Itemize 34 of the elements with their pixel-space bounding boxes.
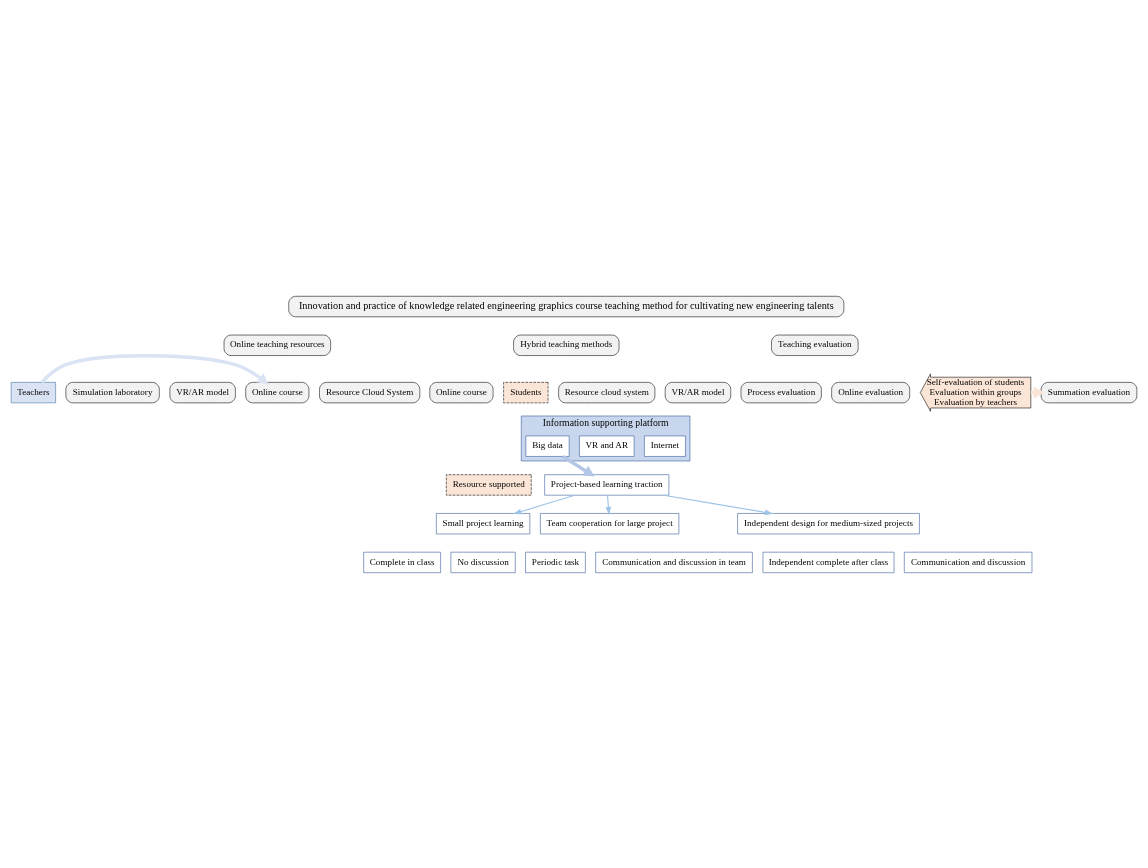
- node-box: VR/AR model: [664, 381, 732, 403]
- node-box: Resource Cloud System: [319, 381, 421, 403]
- node-box: Resource cloud system: [558, 381, 656, 403]
- arrow: [605, 494, 612, 515]
- node-box: Periodic task: [525, 551, 586, 573]
- node-box: Complete in class: [363, 551, 441, 573]
- node-box: Independent design for medium-sized projects: [737, 512, 920, 534]
- node-box: Independent complete after class: [762, 551, 895, 573]
- node-box: Online course: [429, 381, 494, 403]
- arrow: [663, 494, 773, 515]
- node-box: Small project learning: [436, 512, 531, 534]
- node-box: Resource supported: [446, 473, 532, 495]
- node-box: Innovation and practice of knowledge related engineering graphics course teaching method for cultivating new engineering talents: [288, 295, 845, 317]
- node-box: Team cooperation for large project: [540, 512, 680, 534]
- node-box: Teaching evaluation: [771, 334, 859, 356]
- node-box: No discussion: [450, 551, 516, 573]
- node-box: Big data: [525, 435, 570, 457]
- node-box: Teachers: [10, 381, 56, 403]
- arrow: [562, 454, 595, 477]
- node-box: Process evaluation: [740, 381, 822, 403]
- node-box: Online evaluation: [831, 381, 910, 403]
- node-box: Project-based learning traction: [544, 473, 670, 495]
- node-box: Students: [503, 381, 549, 403]
- node-box: Summation evaluation: [1040, 381, 1138, 403]
- node-box: Hybrid teaching methods: [513, 334, 620, 356]
- node-box: Simulation laboratory: [65, 381, 160, 403]
- node-box: Online teaching resources: [223, 334, 331, 356]
- node-box: VR and AR: [579, 435, 635, 457]
- arrow: [40, 353, 269, 384]
- node-box: Online course: [245, 381, 310, 403]
- node-box: Communication and discussion: [904, 551, 1033, 573]
- node-box: Communication and discussion in team: [595, 551, 753, 573]
- node-box: Internet: [644, 435, 686, 457]
- node-box: VR/AR model: [169, 381, 236, 403]
